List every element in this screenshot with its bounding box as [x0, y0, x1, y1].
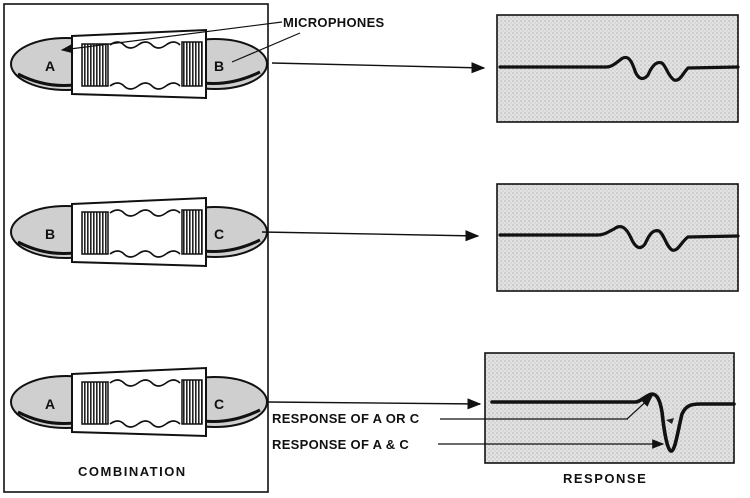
tube-cut-line: [109, 250, 181, 258]
grille-band: [181, 41, 203, 87]
response-panel: [484, 352, 736, 464]
microphone-letter: A: [45, 58, 55, 74]
microphones-label: MICROPHONES: [283, 15, 385, 30]
microphone-letter: C: [214, 396, 224, 412]
grille-band: [81, 381, 109, 425]
combination-frame: [3, 3, 269, 493]
response-waveform: [490, 392, 736, 453]
response-caption: RESPONSE: [563, 471, 647, 486]
tube-cut-line: [109, 209, 181, 217]
tube-cut-line: [109, 379, 181, 387]
connection-arrow: [261, 230, 480, 242]
tube-cut-line: [109, 82, 181, 90]
response-a-and-c-label: RESPONSE OF A & C: [272, 437, 409, 452]
response-panel: [496, 183, 740, 292]
connection-arrow: [267, 398, 482, 410]
microphone-letter: B: [45, 226, 55, 242]
connection-arrow: [271, 62, 486, 74]
microphone-letter: A: [45, 396, 55, 412]
response-waveform: [498, 225, 740, 252]
grille-band: [181, 379, 203, 425]
response-a-or-c-pointer: [626, 395, 653, 420]
microphones-pointer-line: [60, 21, 283, 54]
grille-band: [81, 43, 109, 87]
grille-band: [81, 211, 109, 255]
response-panel: [496, 14, 740, 123]
tube-cut-line: [109, 420, 181, 428]
combination-caption: COMBINATION: [78, 464, 187, 479]
tube-cut-line: [109, 41, 181, 49]
microphone-letter: B: [214, 58, 224, 74]
grille-band: [181, 209, 203, 255]
microphones-pointer-line: [231, 32, 301, 63]
response-a-or-c-label: RESPONSE OF A OR C: [272, 411, 420, 426]
microphone-letter: C: [214, 226, 224, 242]
response-waveform: [498, 55, 740, 82]
